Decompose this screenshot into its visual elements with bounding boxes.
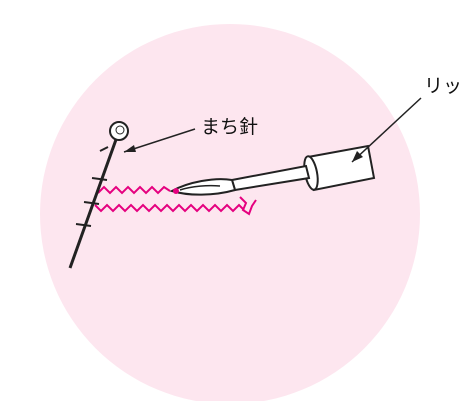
ripper-label: リッ: [424, 77, 462, 96]
background-circle: [40, 24, 420, 401]
pin-label: まち針: [201, 118, 258, 137]
